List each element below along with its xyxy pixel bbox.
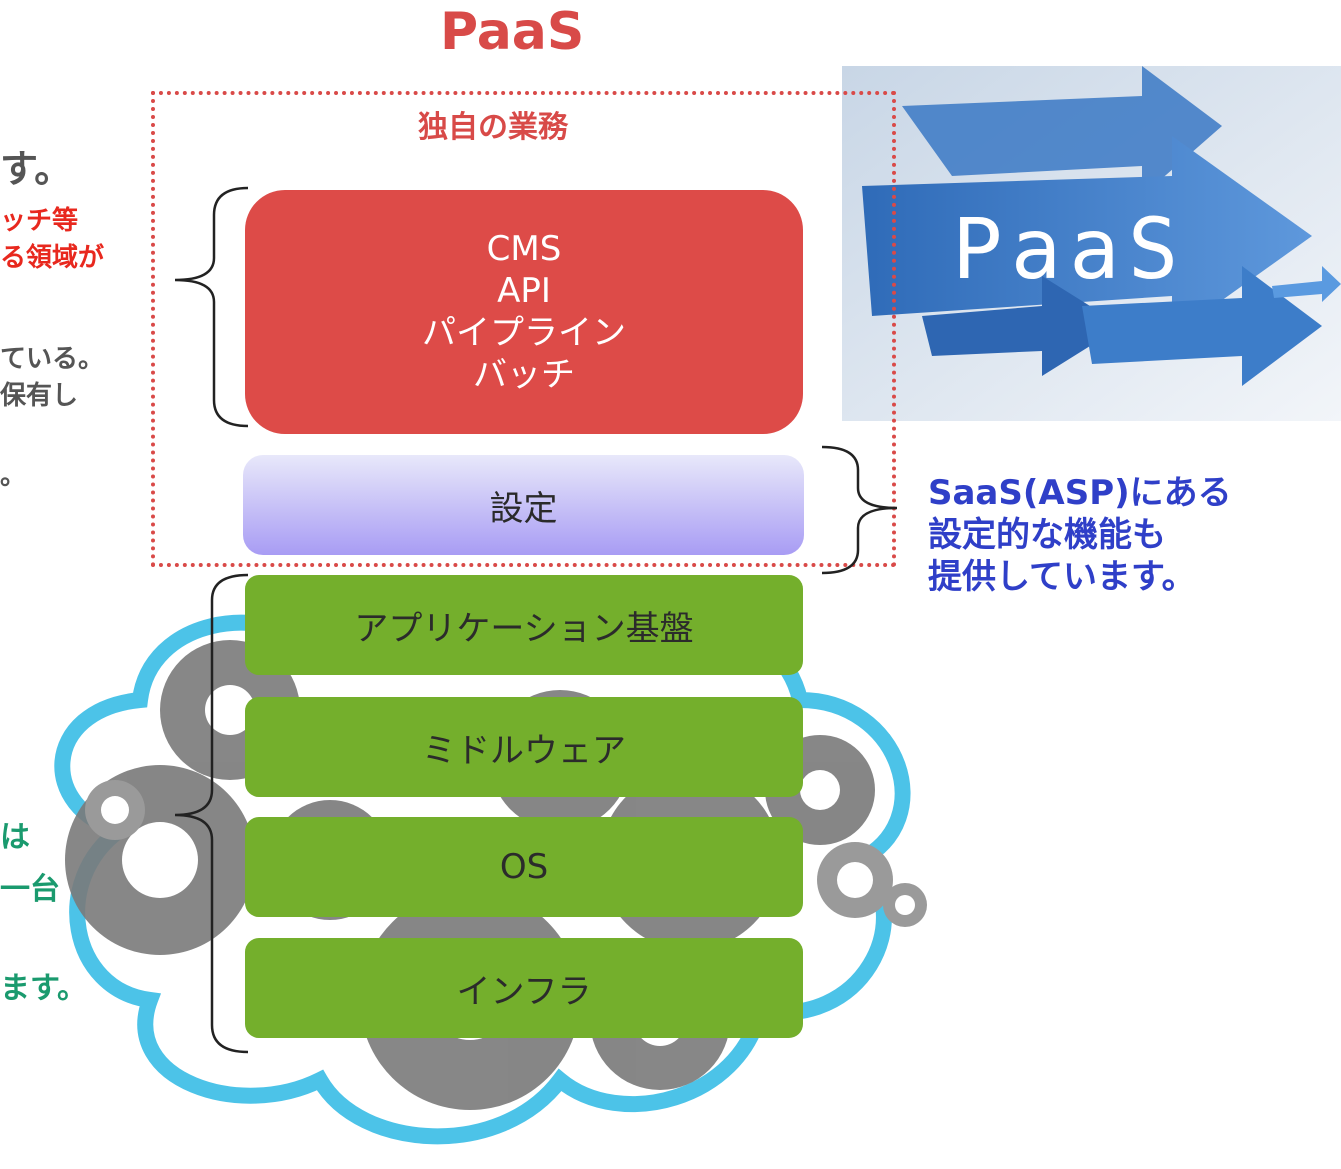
left-green-line-1: は (0, 820, 30, 855)
frame-label: 独自の業務 (418, 110, 568, 145)
settings-label: 設定 (489, 488, 558, 529)
stack-middleware: ミドルウェア (245, 697, 803, 797)
settings-box: 設定 (243, 455, 804, 555)
stack-os: OS (245, 817, 803, 917)
left-text-line-2: ッチ等 (0, 206, 79, 236)
left-green-line-3: ます。 (0, 971, 87, 1006)
stack-infra: インフラ (245, 938, 803, 1038)
paas-arrows-image: PaaS (842, 66, 1341, 421)
photo-label: PaaS (952, 200, 1186, 298)
left-text-line-5: 保有し (0, 381, 79, 411)
custom-business-frame (151, 91, 896, 567)
stack-app-platform: アプリケーション基盤 (245, 575, 803, 675)
custom-item-cms: CMS (486, 229, 562, 269)
page-title: PaaS (440, 2, 585, 62)
custom-item-pipeline: パイプライン (422, 313, 626, 353)
saas-settings-note: SaaS(ASP)にある 設定的な機能も 提供しています。 (928, 472, 1232, 598)
note-line-2: 設定的な機能も (928, 515, 1166, 555)
note-line-1: SaaS(ASP)にある (928, 473, 1232, 513)
stack-os-label: OS (499, 847, 549, 887)
left-text-line-1: す。 (0, 147, 73, 191)
left-green-line-2: 一台 (0, 872, 60, 907)
stack-app-platform-label: アプリケーション基盤 (354, 608, 694, 649)
custom-item-batch: バッチ (473, 355, 575, 395)
note-line-3: 提供しています。 (928, 557, 1196, 597)
stack-infra-label: インフラ (456, 971, 592, 1012)
left-text-line-3: る領域が (0, 243, 105, 273)
stack-middleware-label: ミドルウェア (422, 730, 626, 771)
left-text-line-6: 。 (0, 461, 27, 491)
custom-functions-box: CMS API パイプライン バッチ (245, 190, 803, 434)
left-text-line-4: ている。 (0, 344, 105, 374)
custom-item-api: API (497, 271, 551, 311)
